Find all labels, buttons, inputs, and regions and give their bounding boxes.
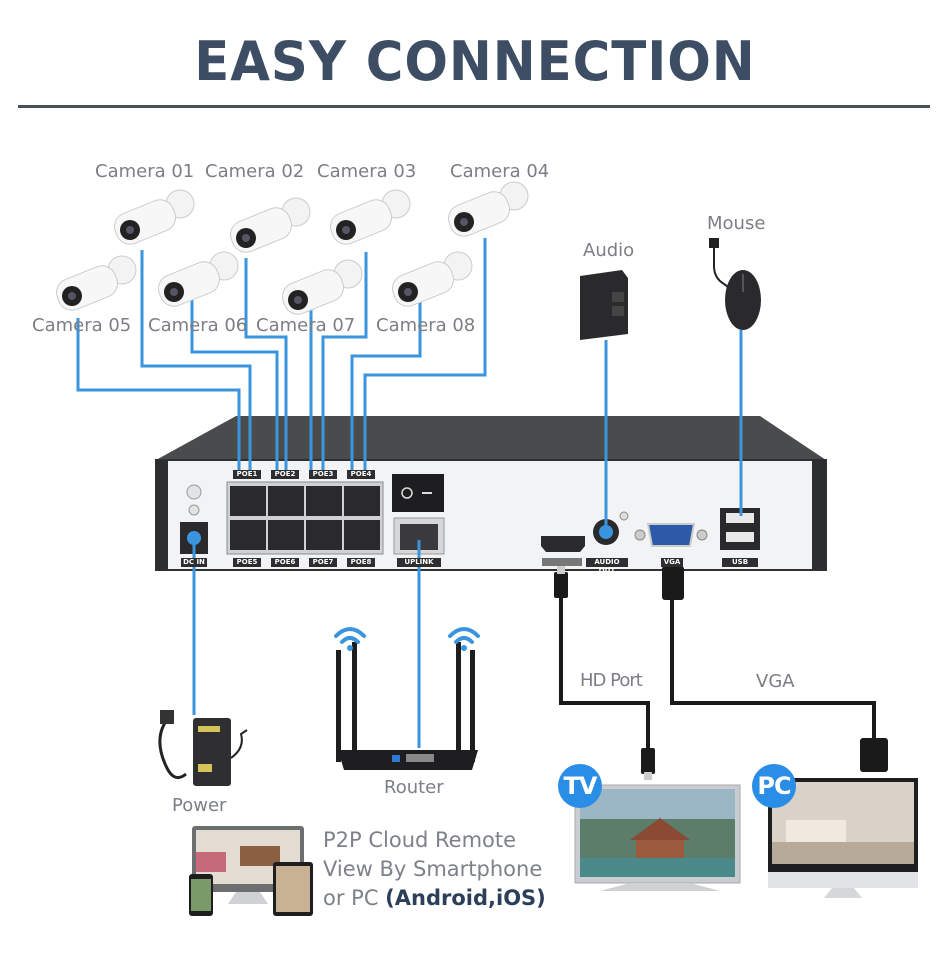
router-label: Router [384,777,444,798]
remote-view-line-3-prefix: or PC [323,886,386,910]
mouse-icon [709,238,761,330]
camera-01-icon [113,189,195,245]
vga-label: VGA [756,671,795,692]
pc-monitor-icon [768,778,918,898]
usb-port[interactable] [726,532,754,542]
camera-02-icon [229,197,311,253]
port-label-poe3: POE3 [309,470,337,479]
platforms-label: (Android,iOS) [385,886,546,910]
camera-05-icon [55,255,137,311]
port-label-poe8: POE8 [347,558,375,567]
audio-label: Audio [583,240,635,261]
remote-view-line-1: P2P Cloud Remote [323,828,517,852]
poe-ports [230,486,380,550]
port-label-poe1: POE1 [233,470,261,479]
video-cables [559,596,876,748]
vga-port[interactable] [646,523,696,547]
port-label-vga: VGA [661,558,683,567]
camera-06-icon [157,251,239,307]
cable-connectors [554,566,888,780]
power-label: Power [172,795,227,816]
port-label-dc-in: DC IN [181,558,207,567]
power-switch[interactable] [392,474,444,512]
tv-monitor-icon [574,784,741,891]
dc-in-port[interactable] [187,531,201,545]
camera-label-07: Camera 07 [256,315,356,336]
remote-view-line-2: View By Smartphone [323,857,543,881]
camera-label-02: Camera 02 [205,161,305,182]
camera-icons [55,181,529,315]
camera-label-04: Camera 04 [450,161,550,182]
camera-04-icon [447,181,529,237]
wifi-icons [334,627,480,644]
hdmi-port[interactable] [541,536,585,552]
camera-label-06: Camera 06 [148,315,248,336]
pc-badge: PC [752,764,796,808]
hd-port-label: HD Port [580,670,643,691]
remote-view-line-3: or PC (Android,iOS) [323,884,546,913]
remote-view-description: P2P Cloud Remote View By Smartphone or P… [323,826,546,913]
speaker-icon [580,270,628,340]
router-icon [336,642,478,770]
port-label-poe2: POE2 [271,470,299,479]
mouse-label: Mouse [707,213,766,234]
camera-wires [76,238,743,748]
camera-label-01: Camera 01 [95,161,195,182]
port-label-poe6: POE6 [271,558,299,567]
camera-07-icon [281,259,363,315]
camera-08-icon [391,251,473,307]
port-label-audio-out: AUDIO OUT [586,558,628,575]
port-label-poe7: POE7 [309,558,337,567]
camera-label-03: Camera 03 [317,161,417,182]
nvr-recorder [155,416,827,571]
multi-device-icon [189,826,313,916]
power-adapter-icon [158,710,248,786]
tv-badge: TV [558,764,602,808]
camera-03-icon [329,189,411,245]
camera-label-08: Camera 08 [376,315,476,336]
camera-label-05: Camera 05 [32,315,132,336]
port-label-poe5: POE5 [233,558,261,567]
page-title: EASY CONNECTION [194,30,756,93]
title-divider [18,105,930,108]
port-label-usb: USB [722,558,758,567]
port-label-uplink: UPLINK [397,558,441,567]
port-label-poe4: POE4 [347,470,375,479]
